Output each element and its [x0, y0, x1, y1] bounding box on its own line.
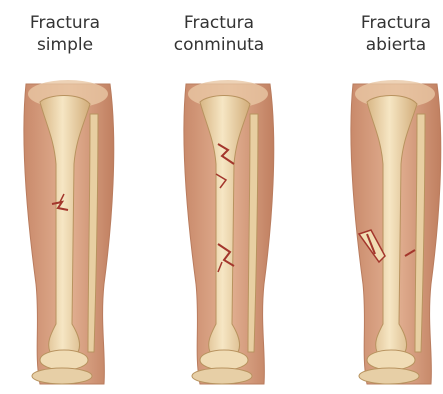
leg-comminuted-fracture	[184, 80, 274, 384]
leg-simple-fracture	[24, 80, 114, 384]
leg-open-fracture	[351, 80, 441, 384]
